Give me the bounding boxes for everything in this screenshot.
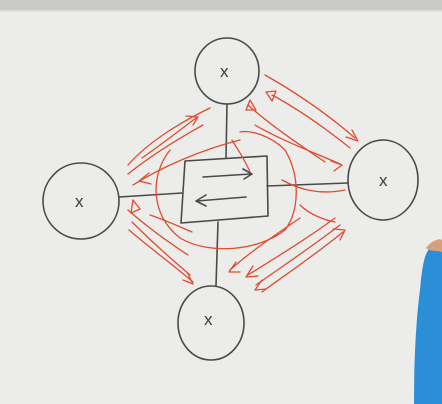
link-left — [118, 192, 183, 198]
link-bottom — [215, 221, 219, 287]
flow-arrowhead — [345, 129, 359, 142]
person-shirt — [414, 246, 442, 404]
box-arrow-left — [195, 194, 247, 207]
flow-line — [255, 224, 341, 286]
person-neck — [426, 239, 442, 252]
flow-line — [128, 229, 194, 283]
flow-line — [299, 204, 336, 223]
flow-line — [127, 107, 211, 166]
node-right-label: x — [379, 171, 388, 190]
node-bottom-circle — [177, 285, 245, 361]
flow-line — [127, 124, 204, 175]
flow-line — [127, 209, 189, 256]
flow-line — [131, 221, 191, 276]
flow-line — [264, 74, 356, 139]
flow-line — [247, 217, 336, 276]
node-bottom-label: x — [204, 310, 213, 329]
flow-line — [149, 214, 193, 233]
node-top-label: x — [220, 62, 229, 81]
board-top-shadow — [0, 10, 442, 12]
flow-arrowhead — [138, 172, 152, 185]
flow-arrowhead — [245, 265, 259, 278]
flow-line — [141, 117, 197, 159]
flow-arrowhead — [265, 90, 277, 102]
flow-arrowhead — [330, 160, 343, 172]
node-right-circle — [347, 139, 419, 221]
flow-line — [281, 179, 346, 193]
flow-arrowhead — [130, 199, 141, 214]
flow-loop — [155, 130, 297, 250]
flow-line — [271, 94, 351, 149]
flow-arrowhead — [254, 279, 267, 291]
flow-line — [254, 124, 341, 165]
node-left-circle — [42, 162, 120, 240]
flow-arrowhead — [332, 228, 346, 241]
flow-arrowhead — [185, 115, 199, 126]
flow-line — [261, 231, 344, 293]
flow-arrowhead — [182, 273, 194, 285]
link-right — [266, 182, 349, 187]
node-left-label: x — [75, 192, 84, 211]
flow-arrowhead — [228, 261, 241, 273]
flow-arrowhead — [245, 99, 257, 111]
link-top — [225, 103, 228, 159]
flow-line — [229, 217, 301, 271]
board-top-frame — [0, 0, 442, 10]
box-arrow-right — [202, 168, 253, 180]
central-switch-box — [180, 155, 269, 224]
flow-line — [132, 139, 241, 186]
flow-line — [247, 104, 326, 163]
flow-line — [231, 139, 251, 173]
